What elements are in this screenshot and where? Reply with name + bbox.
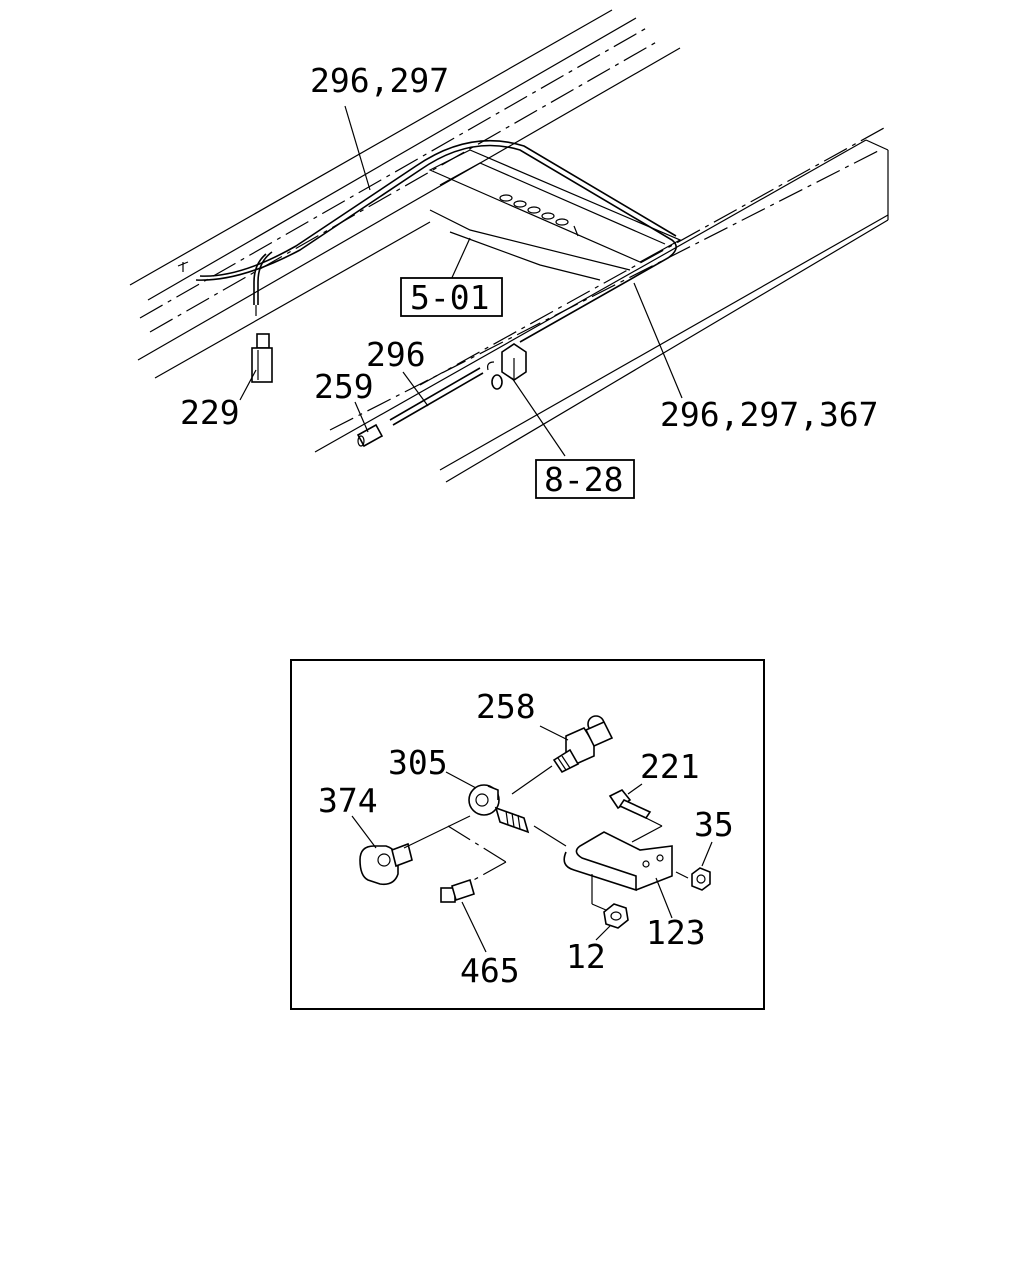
callout-258: 258	[476, 687, 536, 726]
callout-221: 221	[640, 747, 700, 786]
callout-259: 259	[314, 367, 374, 406]
callout-465: 465	[460, 951, 520, 990]
frame-rails	[129, 9, 889, 483]
connector-229	[251, 333, 273, 383]
upper-assembly-view: 296,297 296 259 229 296,297,367 5-01 8-2…	[129, 9, 889, 499]
upper-leaders	[239, 105, 683, 457]
reference-8-28-label: 8-28	[544, 460, 623, 499]
short-pipe-296	[389, 367, 484, 426]
callout-35: 35	[694, 805, 734, 844]
elbow-374	[359, 842, 413, 886]
callout-12: 12	[566, 937, 606, 976]
callout-123: 123	[646, 913, 706, 952]
cross-member	[428, 149, 682, 281]
callout-305: 305	[388, 743, 448, 782]
sleeve-259	[356, 423, 384, 448]
reference-5-01-label: 5-01	[410, 278, 489, 317]
detail-frame	[290, 659, 765, 1010]
plug-465	[440, 878, 475, 903]
detail-view: 258 305 374 221 35 123 12 465	[290, 659, 765, 1010]
bracket-123	[563, 831, 673, 892]
nut-12	[603, 903, 629, 929]
callout-296-297: 296,297	[310, 61, 449, 100]
detail-leaders	[351, 725, 713, 953]
fitting-258	[552, 715, 614, 774]
clip-8-28	[487, 343, 527, 390]
reference-8-28: 8-28	[535, 459, 635, 499]
nut-35	[691, 867, 711, 891]
reference-5-01: 5-01	[400, 277, 503, 317]
callout-374: 374	[318, 781, 378, 820]
callout-296-297-367: 296,297,367	[660, 395, 879, 434]
union-305	[468, 784, 530, 834]
callout-229: 229	[180, 393, 240, 432]
callout-296: 296	[366, 335, 426, 374]
bolt-221	[608, 788, 652, 820]
brake-pipe	[177, 139, 677, 343]
